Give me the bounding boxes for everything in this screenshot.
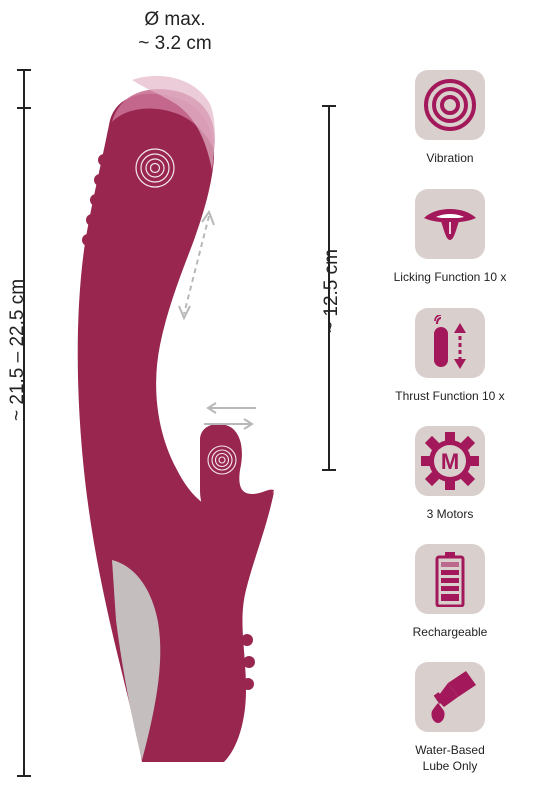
feature-rechargeable: Rechargeable [372, 544, 528, 640]
battery-icon [435, 552, 465, 607]
feature-label: 3 Motors [426, 507, 474, 521]
total-length-label: ~ 21.5 – 22.5 cm [7, 278, 28, 421]
feature-motors: M 3 Motors [372, 426, 528, 522]
rechargeable-tile [415, 544, 485, 614]
licking-arrows [204, 402, 256, 430]
feature-licking: Licking Function 10 x [372, 189, 528, 285]
diameter-label-line2: ~ 3.2 cm [138, 33, 212, 54]
handle-ridges [241, 634, 255, 690]
arm-vibration-mark [207, 445, 237, 475]
shaft-ridges [82, 154, 110, 246]
clitoral-arm [200, 424, 274, 525]
insertable-length-dimension-line [322, 105, 336, 471]
feature-lube: Water-Based Lube Only [372, 662, 528, 774]
feature-thrust: Thrust Function 10 x [372, 308, 528, 404]
motors-tile: M [415, 426, 485, 496]
licking-tile [415, 189, 485, 259]
head-vibration-mark [135, 148, 175, 188]
feature-label: Water-Based Lube Only [415, 743, 485, 773]
licking-tongue-icon [424, 209, 476, 240]
diameter-label-line1: Ø max. [144, 9, 206, 30]
total-length-dimension-line [17, 69, 31, 777]
diameter-label: Ø max. ~ 3.2 cm [90, 8, 260, 56]
feature-label: Licking Function 10 x [393, 270, 507, 284]
lube-tube-icon [431, 671, 476, 723]
vibration-icon [424, 79, 476, 131]
motor-gear-icon: M [421, 432, 479, 490]
thrust-arrow [178, 209, 215, 321]
handle-accent [112, 560, 161, 760]
head-highlight-light [132, 75, 215, 170]
vibration-tile [415, 70, 485, 140]
feature-label: Rechargeable [412, 625, 488, 639]
feature-label: Vibration [426, 151, 474, 165]
lube-tile [415, 662, 485, 732]
thrust-icon [434, 315, 466, 369]
insertable-length-label: ~ 12.5 cm [321, 249, 342, 333]
feature-vibration: Vibration [372, 70, 528, 166]
motor-letter: M [441, 449, 459, 474]
thrust-tile [415, 308, 485, 378]
feature-label: Thrust Function 10 x [395, 389, 505, 403]
